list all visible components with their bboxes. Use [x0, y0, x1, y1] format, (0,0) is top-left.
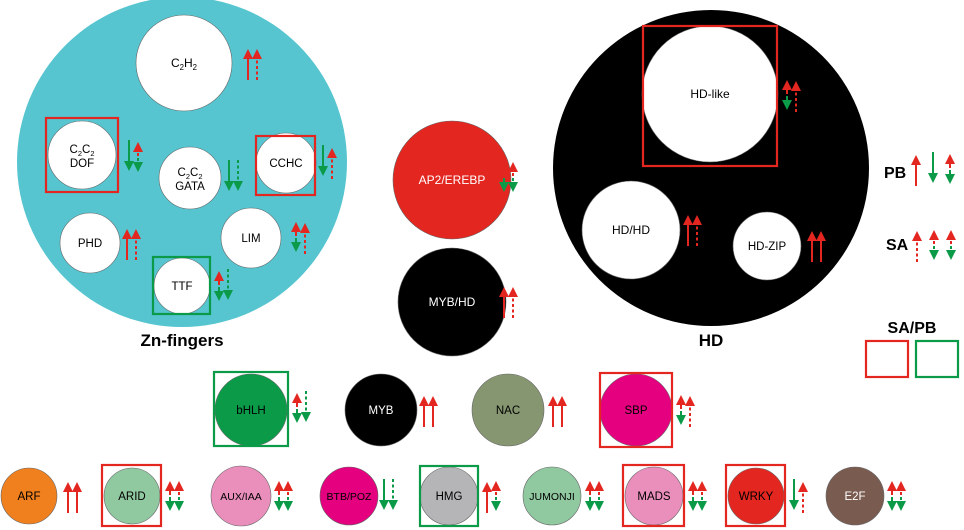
- family-c2h2: C2H2: [135, 14, 262, 112]
- sapb-box-red: [254, 134, 317, 197]
- family-circle-arf: [0, 467, 58, 525]
- family-phd: PHD: [59, 212, 141, 274]
- family-lim: LIM: [220, 207, 310, 269]
- family-circle-jumonji: [522, 466, 582, 526]
- legend-pb-label: PB: [884, 165, 906, 182]
- family-arf: ARF: [0, 467, 82, 525]
- family-circle-hdzip: [732, 211, 802, 281]
- family-jumonji: JUMONJI: [522, 466, 604, 526]
- family-label-hmg: HMG: [436, 491, 463, 503]
- family-label-auxiaa: AUX/IAA: [220, 491, 261, 503]
- sapb-box-red: [44, 116, 120, 194]
- family-mybhd: MYB/HD: [397, 247, 518, 357]
- family-btbpoz: BTB/POZ: [319, 466, 398, 526]
- family-label-gata: C2C2: [178, 167, 203, 181]
- family-label-c2h2: C2H2: [171, 56, 197, 72]
- family-label-arid: ARID: [118, 491, 145, 503]
- family-label-ap2: AP2/EREBP: [419, 173, 486, 187]
- family-circle-btbpoz: [319, 466, 379, 526]
- family-label-myb: MYB: [369, 405, 394, 417]
- family-label-bhlh: bHLH: [236, 405, 265, 417]
- family-label-sbp: SBP: [624, 405, 647, 417]
- family-label2-gata: GATA: [175, 181, 205, 193]
- sapb-box-green: [212, 370, 290, 448]
- sapb-box-red: [641, 24, 779, 168]
- sapb-box-red: [724, 463, 787, 528]
- family-mads: MADS: [621, 463, 707, 528]
- family-label-e2f: E2F: [844, 491, 865, 503]
- family-circle-gata: [158, 146, 222, 210]
- family-label-arf: ARF: [18, 491, 41, 503]
- family-label-jumonji: JUMONJI: [529, 491, 575, 503]
- family-circle-dof: [47, 120, 117, 190]
- family-label-hdzip: HD-ZIP: [748, 241, 787, 253]
- family-circle-hdhd: [581, 180, 681, 280]
- family-label-cchc: CCHC: [269, 158, 302, 170]
- family-hmg: HMG: [418, 464, 501, 528]
- family-bhlh: bHLH: [212, 370, 311, 448]
- sapb-box-green: [418, 464, 480, 528]
- sapb-box-red: [100, 463, 163, 528]
- family-label-hdhd: HD/HD: [612, 223, 650, 237]
- sapb-box-green: [151, 255, 212, 316]
- family-ap2: AP2/EREBP: [392, 120, 518, 240]
- family-label-nac: NAC: [496, 405, 520, 417]
- family-myb: MYB: [344, 373, 438, 447]
- legend-box-green: [914, 339, 960, 379]
- legend-box-red: [864, 339, 910, 379]
- sapb-box-red: [598, 371, 674, 449]
- family-circle-ap2: [392, 120, 512, 240]
- family-auxiaa: AUX/IAA: [210, 465, 293, 527]
- family-circle-nac: [471, 373, 545, 447]
- family-e2f: E2F: [825, 466, 906, 526]
- group-label-zn: Zn-fingers: [140, 331, 223, 350]
- family-label-wrky: WRKY: [739, 491, 774, 503]
- family-circle-auxiaa: [210, 465, 272, 527]
- sapb-box-red: [621, 463, 686, 528]
- family-sbp: SBP: [598, 371, 695, 449]
- legend-layer: PB SA SA/PB: [864, 152, 960, 379]
- family-circle-mybhd: [397, 247, 507, 357]
- family-circle-e2f: [825, 466, 885, 526]
- family-wrky: WRKY: [724, 463, 808, 528]
- family-label-hdlike: HD-like: [690, 87, 730, 101]
- family-label-dof: C2C2: [70, 144, 95, 158]
- family-label-phd: PHD: [78, 238, 102, 250]
- family-circle-c2h2: [135, 14, 233, 112]
- legend-sa-label: SA: [886, 237, 909, 254]
- family-nac: NAC: [471, 373, 567, 447]
- family-hdzip: HD-ZIP: [732, 211, 826, 281]
- family-circle-phd: [59, 212, 121, 274]
- legend-sapb-label: SA/PB: [888, 320, 937, 337]
- family-circle-myb: [344, 373, 418, 447]
- family-ttf: TTF: [151, 255, 233, 316]
- family-hdhd: HD/HD: [581, 180, 702, 280]
- group-label-hd: HD: [699, 331, 724, 350]
- family-label-btbpoz: BTB/POZ: [327, 491, 373, 503]
- family-hdlike: HD-like: [641, 24, 801, 168]
- family-label-lim: LIM: [241, 233, 260, 245]
- family-label2-dof: DOF: [70, 158, 94, 170]
- family-arid: ARID: [100, 463, 184, 528]
- family-label-mybhd: MYB/HD: [429, 295, 476, 309]
- family-label-ttf: TTF: [171, 281, 192, 293]
- family-label-mads: MADS: [637, 491, 671, 503]
- family-cchc: CCHC: [254, 132, 337, 197]
- family-circle-lim: [220, 207, 282, 269]
